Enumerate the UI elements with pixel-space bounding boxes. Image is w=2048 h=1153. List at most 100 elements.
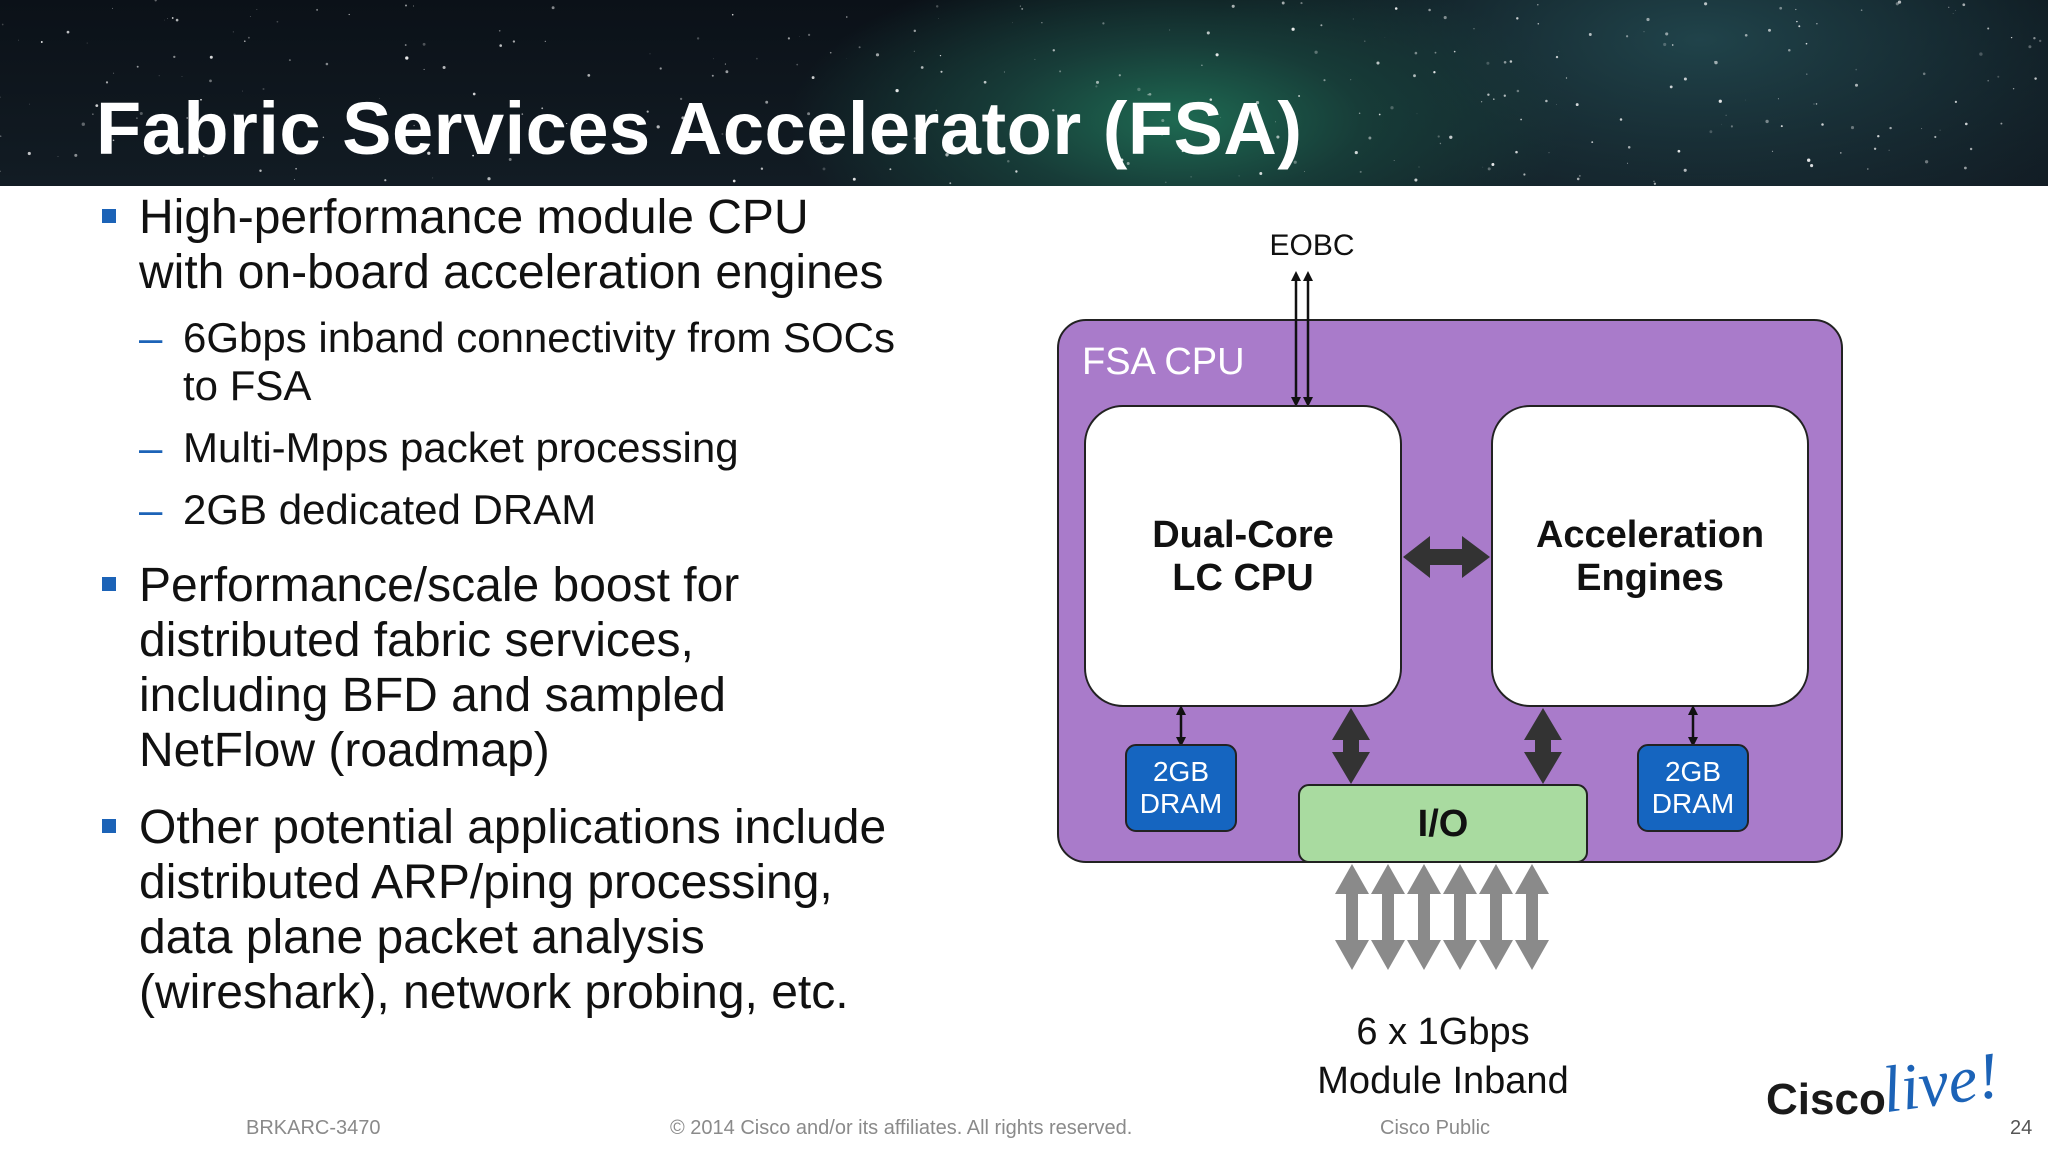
- star-dot: [1805, 42, 1808, 45]
- star-dot: [40, 41, 43, 43]
- star-dot: [731, 13, 734, 16]
- star-dot: [2000, 122, 2003, 125]
- star-dot: [412, 5, 415, 7]
- logo-brand-text: Cisco: [1766, 1075, 1886, 1122]
- star-dot: [1157, 128, 1161, 132]
- star-dot: [136, 65, 139, 68]
- star-dot: [1148, 92, 1152, 96]
- star-dot: [1558, 50, 1560, 52]
- star-dot: [1298, 94, 1301, 98]
- star-dot: [983, 80, 987, 84]
- star-dot: [1588, 33, 1592, 36]
- star-dot: [232, 31, 235, 33]
- star-dot: [1704, 2, 1708, 6]
- star-dot: [1714, 60, 1718, 65]
- star-dot: [1516, 89, 1520, 93]
- inband-port-arrow: [1407, 864, 1441, 970]
- star-dot: [1855, 68, 1858, 71]
- star-dot: [1575, 103, 1579, 107]
- star-dot: [725, 70, 729, 74]
- star-dot: [1721, 123, 1722, 125]
- star-dot: [512, 40, 516, 43]
- star-dot: [423, 68, 425, 70]
- star-dot: [186, 117, 189, 119]
- star-dot: [432, 177, 434, 179]
- star-dot: [787, 37, 791, 40]
- star-dot: [1003, 71, 1005, 73]
- dual-core-cpu-box: [1084, 405, 1402, 707]
- accel-label-line1: Acceleration: [1536, 514, 1764, 556]
- cpu-label-line1: Dual-Core: [1152, 514, 1334, 556]
- star-dot: [656, 125, 660, 129]
- star-dot: [1378, 113, 1381, 116]
- star-dot: [732, 179, 736, 183]
- star-dot: [1437, 135, 1440, 138]
- star-dot: [288, 59, 291, 62]
- star-dot: [1291, 27, 1295, 31]
- star-dot: [1798, 25, 1801, 28]
- star-dot: [322, 136, 325, 139]
- acceleration-engines-box: [1491, 405, 1809, 707]
- star-dot: [1482, 166, 1484, 168]
- star-dot: [1059, 70, 1062, 73]
- inband-port-arrows: [1335, 864, 1549, 970]
- dram-right-line2: DRAM: [1652, 788, 1734, 819]
- star-dot: [679, 97, 683, 101]
- cpu-accel-arrow: [1403, 536, 1490, 578]
- star-dot: [243, 40, 246, 43]
- copyright-notice: © 2014 Cisco and/or its affiliates. All …: [670, 1117, 1133, 1139]
- star-dot: [1987, 79, 1990, 82]
- star-dot: [1443, 16, 1447, 20]
- star-dot: [1922, 72, 1926, 76]
- dram-left-box: [1125, 744, 1237, 832]
- star-dot: [541, 107, 544, 110]
- star-dot: [935, 109, 937, 111]
- star-dot: [1102, 22, 1105, 25]
- star-dot: [276, 20, 279, 23]
- star-dot: [175, 18, 179, 22]
- star-dot: [498, 29, 501, 32]
- star-dot: [1788, 49, 1791, 52]
- inband-label-line2: Module Inband: [1317, 1060, 1568, 1102]
- sub-bullet-list: –6Gbps inband connectivity from SOCs to …: [96, 314, 896, 534]
- star-dot: [846, 58, 848, 59]
- star-dot: [1487, 93, 1490, 96]
- star-dot: [1954, 100, 1958, 104]
- star-dot: [154, 0, 157, 2]
- dash-icon: –: [139, 424, 163, 471]
- star-dot: [1516, 17, 1519, 20]
- star-dot: [1765, 119, 1769, 124]
- star-dot: [1665, 32, 1669, 36]
- star-dot: [1545, 99, 1548, 103]
- star-dot: [1718, 99, 1722, 103]
- star-dot: [1725, 114, 1727, 116]
- star-dot: [266, 126, 270, 130]
- star-dot: [1126, 162, 1130, 165]
- star-dot: [811, 76, 815, 80]
- star-dot: [0, 135, 2, 138]
- star-dot: [2028, 45, 2032, 49]
- star-dot: [1873, 147, 1877, 150]
- star-dot: [295, 167, 297, 170]
- star-dot: [1643, 31, 1645, 33]
- star-dot: [1556, 103, 1557, 105]
- star-dot: [1768, 28, 1771, 32]
- star-dot: [1414, 51, 1418, 55]
- star-dot: [1653, 180, 1655, 182]
- star-dot: [1289, 104, 1292, 107]
- star-dot: [1300, 2, 1303, 5]
- sub-bullet-text: 6Gbps inband connectivity from SOCs to F…: [183, 314, 895, 409]
- star-dot: [1627, 162, 1629, 164]
- star-dot: [1181, 149, 1184, 153]
- star-dot: [1646, 17, 1650, 22]
- star-dot: [1007, 160, 1010, 163]
- star-dot: [427, 151, 431, 155]
- star-dot: [1390, 106, 1394, 110]
- star-dot: [1314, 50, 1318, 54]
- star-dot: [1877, 134, 1880, 138]
- star-dot: [1019, 5, 1021, 7]
- star-dot: [1265, 133, 1267, 135]
- star-dot: [1948, 6, 1950, 8]
- star-dot: [1962, 3, 1966, 7]
- star-dot: [1413, 74, 1416, 78]
